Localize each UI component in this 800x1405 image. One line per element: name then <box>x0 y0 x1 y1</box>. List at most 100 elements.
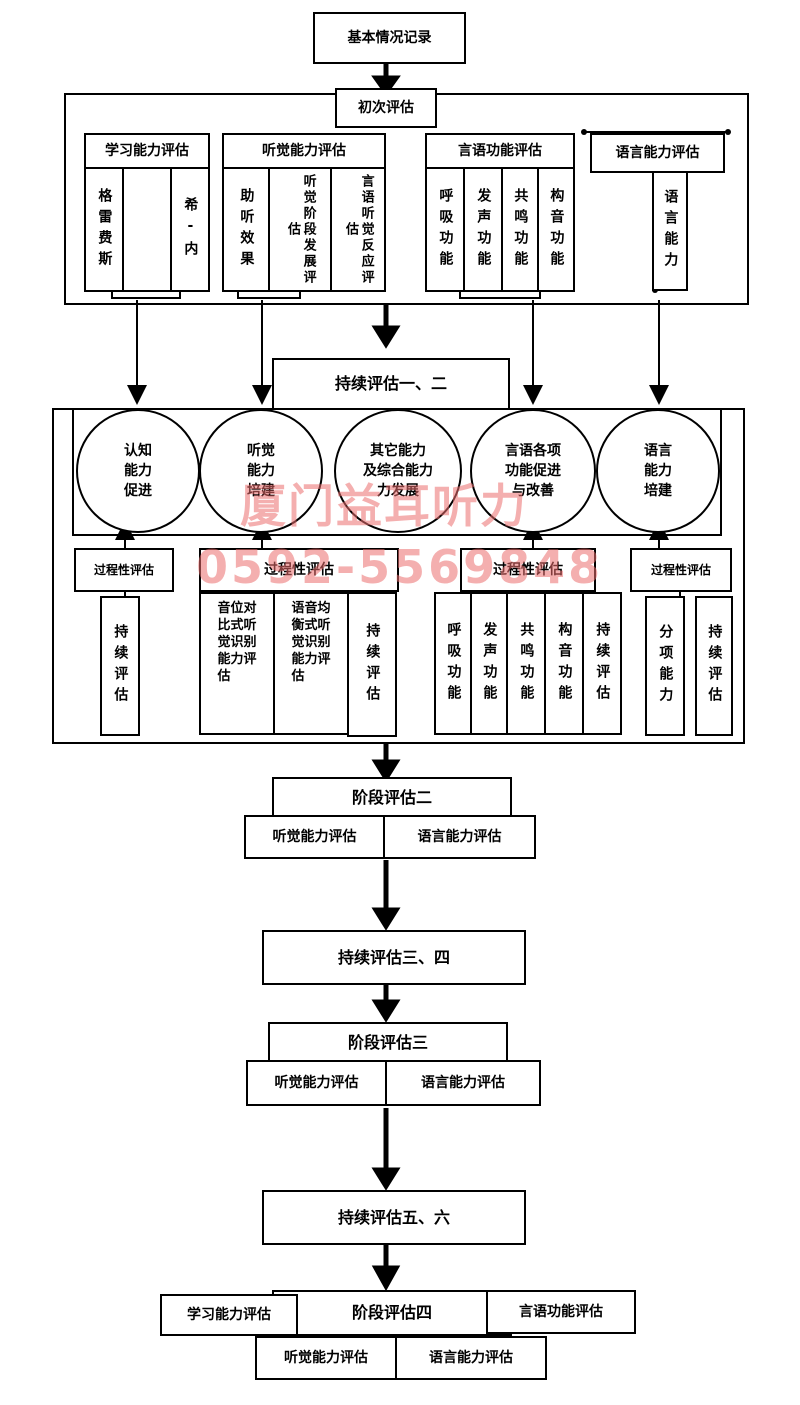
speech-item-label: 构音功能 <box>548 187 565 272</box>
continuous-evaluation-1-2-label: 持续评估一、二 <box>334 374 447 394</box>
learning-item-1: 格雷费斯 <box>84 167 124 292</box>
stage-2-language-label: 语言能力评估 <box>417 828 502 845</box>
process-item-label: 构音功能 <box>556 621 573 706</box>
hearing-evaluation-title: 听觉能力评估 <box>222 133 386 169</box>
stage-2-hearing: 听觉能力评估 <box>244 815 385 859</box>
circle-label: 语言 能力 培建 <box>644 443 672 499</box>
speech-item-label: 发声功能 <box>475 187 492 272</box>
stage-4-hearing-label: 听觉能力评估 <box>284 1349 368 1366</box>
stage-4-speech: 言语功能评估 <box>486 1290 636 1334</box>
speech-evaluation-title: 言语功能评估 <box>425 133 575 169</box>
process-evaluation-1-title: 过程性评估 <box>74 548 174 592</box>
stage-evaluation-3-label: 阶段评估三 <box>347 1033 428 1053</box>
circle-cognition: 认知 能力 促进 <box>76 409 200 533</box>
process-2-continuous: 持续评估 <box>347 592 397 737</box>
basic-record-box: 基本情况记录 <box>313 12 466 64</box>
hearing-item-label: 言语听觉反应评估 <box>343 173 374 286</box>
learning-item-label: 希-内 <box>182 197 199 262</box>
hearing-item-label: 听觉阶段发展评估 <box>285 173 316 286</box>
language-item-label: 语言能力 <box>662 189 679 273</box>
stage-evaluation-2-label: 阶段评估二 <box>351 788 432 808</box>
learning-item-label: 格雷费斯 <box>96 187 113 272</box>
speech-item-3: 共鸣功能 <box>501 167 539 292</box>
language-item-1: 语言能力 <box>652 171 688 291</box>
process-item-label: 分项能力 <box>657 624 674 708</box>
stage-3-hearing-label: 听觉能力评估 <box>274 1074 359 1091</box>
hearing-item-1: 助听效果 <box>222 167 270 292</box>
stage-2-hearing-label: 听觉能力评估 <box>272 828 357 845</box>
process-item-label: 持续评估 <box>364 622 381 707</box>
process-evaluation-3-title: 过程性评估 <box>460 548 596 592</box>
circle-label: 认知 能力 促进 <box>124 443 152 499</box>
process-4-item-ability: 分项能力 <box>645 596 685 736</box>
process-3-item-4: 构音功能 <box>544 592 584 735</box>
stage-2-language: 语言能力评估 <box>383 815 536 859</box>
stage-4-learning-label: 学习能力评估 <box>187 1306 271 1323</box>
process-3-item-3: 共鸣功能 <box>506 592 546 735</box>
speech-item-2: 发声功能 <box>463 167 503 292</box>
process-3-item-2: 发声功能 <box>470 592 508 735</box>
circle-speech: 言语各项 功能促进 与改善 <box>470 409 596 533</box>
circle-label: 听觉 能力 培建 <box>247 443 275 499</box>
stage-4-hearing: 听觉能力评估 <box>255 1336 397 1380</box>
process-evaluation-2-title: 过程性评估 <box>199 548 399 592</box>
speech-evaluation-label: 言语功能评估 <box>458 142 542 159</box>
hearing-item-2: 听觉阶段发展评估 <box>268 167 332 292</box>
speech-item-4: 构音功能 <box>537 167 575 292</box>
initial-evaluation-label: 初次评估 <box>358 99 414 116</box>
process-item-label: 音位对 比式听 觉识别 能力评 估 <box>217 601 257 684</box>
speech-item-label: 共鸣功能 <box>512 187 529 272</box>
stage-evaluation-4: 阶段评估四 <box>272 1290 512 1336</box>
process-3-item-1: 呼吸功能 <box>434 592 472 735</box>
hearing-evaluation-label: 听觉能力评估 <box>262 142 346 159</box>
process-evaluation-label: 过程性评估 <box>493 561 563 578</box>
circle-label: 其它能力 及综合能力 力发展 <box>363 443 433 499</box>
speech-item-1: 呼吸功能 <box>425 167 465 292</box>
continuous-evaluation-3-4: 持续评估三、四 <box>262 930 526 985</box>
process-evaluation-label: 过程性评估 <box>650 562 711 577</box>
learning-item-3: 希-内 <box>170 167 210 292</box>
process-evaluation-label: 过程性评估 <box>264 561 334 578</box>
stage-evaluation-3: 阶段评估三 <box>268 1022 508 1064</box>
continuous-evaluation-3-4-label: 持续评估三、四 <box>337 947 450 967</box>
process-evaluation-4-title: 过程性评估 <box>630 548 732 592</box>
circle-hearing: 听觉 能力 培建 <box>199 409 323 533</box>
stage-4-language-label: 语言能力评估 <box>429 1349 513 1366</box>
stage-4-language: 语言能力评估 <box>395 1336 547 1380</box>
process-4-continuous: 持续评估 <box>695 596 733 736</box>
stage-4-learning: 学习能力评估 <box>160 1294 298 1336</box>
process-1-continuous: 持续评估 <box>100 596 140 736</box>
learning-evaluation-title: 学习能力评估 <box>84 133 210 169</box>
stage-3-language: 语言能力评估 <box>385 1060 541 1106</box>
circle-other-abilities: 其它能力 及综合能力 力发展 <box>334 409 462 533</box>
learning-evaluation-label: 学习能力评估 <box>105 142 189 159</box>
basic-record-label: 基本情况记录 <box>347 29 432 46</box>
circle-language: 语言 能力 培建 <box>596 409 720 533</box>
process-item-label: 发声功能 <box>481 621 498 706</box>
language-evaluation-label: 语言能力评估 <box>615 144 700 161</box>
continuous-evaluation-1-2: 持续评估一、二 <box>272 358 510 410</box>
stage-3-language-label: 语言能力评估 <box>421 1074 505 1091</box>
hearing-item-label: 助听效果 <box>238 187 255 272</box>
initial-evaluation-title: 初次评估 <box>335 88 437 128</box>
process-2-phoneme-contrast: 音位对 比式听 觉识别 能力评 估 <box>199 592 275 735</box>
process-item-label: 持续评估 <box>594 621 611 706</box>
process-item-label: 共鸣功能 <box>518 621 535 706</box>
stage-3-hearing: 听觉能力评估 <box>246 1060 387 1106</box>
learning-item-2 <box>122 167 172 292</box>
speech-item-label: 呼吸功能 <box>437 187 454 272</box>
circle-label: 言语各项 功能促进 与改善 <box>505 443 561 499</box>
continuous-evaluation-5-6-label: 持续评估五、六 <box>337 1207 450 1227</box>
stage-evaluation-4-label: 阶段评估四 <box>351 1303 432 1323</box>
process-3-continuous: 持续评估 <box>582 592 622 735</box>
process-2-phonetic-balance: 语音均 衡式听 觉识别 能力评 估 <box>273 592 349 735</box>
process-item-label: 持续评估 <box>706 624 723 708</box>
stage-evaluation-2: 阶段评估二 <box>272 777 512 819</box>
process-item-label: 呼吸功能 <box>445 621 462 706</box>
process-item-label: 语音均 衡式听 觉识别 能力评 估 <box>291 601 331 684</box>
language-evaluation-title: 语言能力评估 <box>590 133 725 173</box>
stage-4-speech-label: 言语功能评估 <box>519 1303 603 1320</box>
hearing-item-3: 言语听觉反应评估 <box>330 167 386 292</box>
continuous-evaluation-5-6: 持续评估五、六 <box>262 1190 526 1245</box>
